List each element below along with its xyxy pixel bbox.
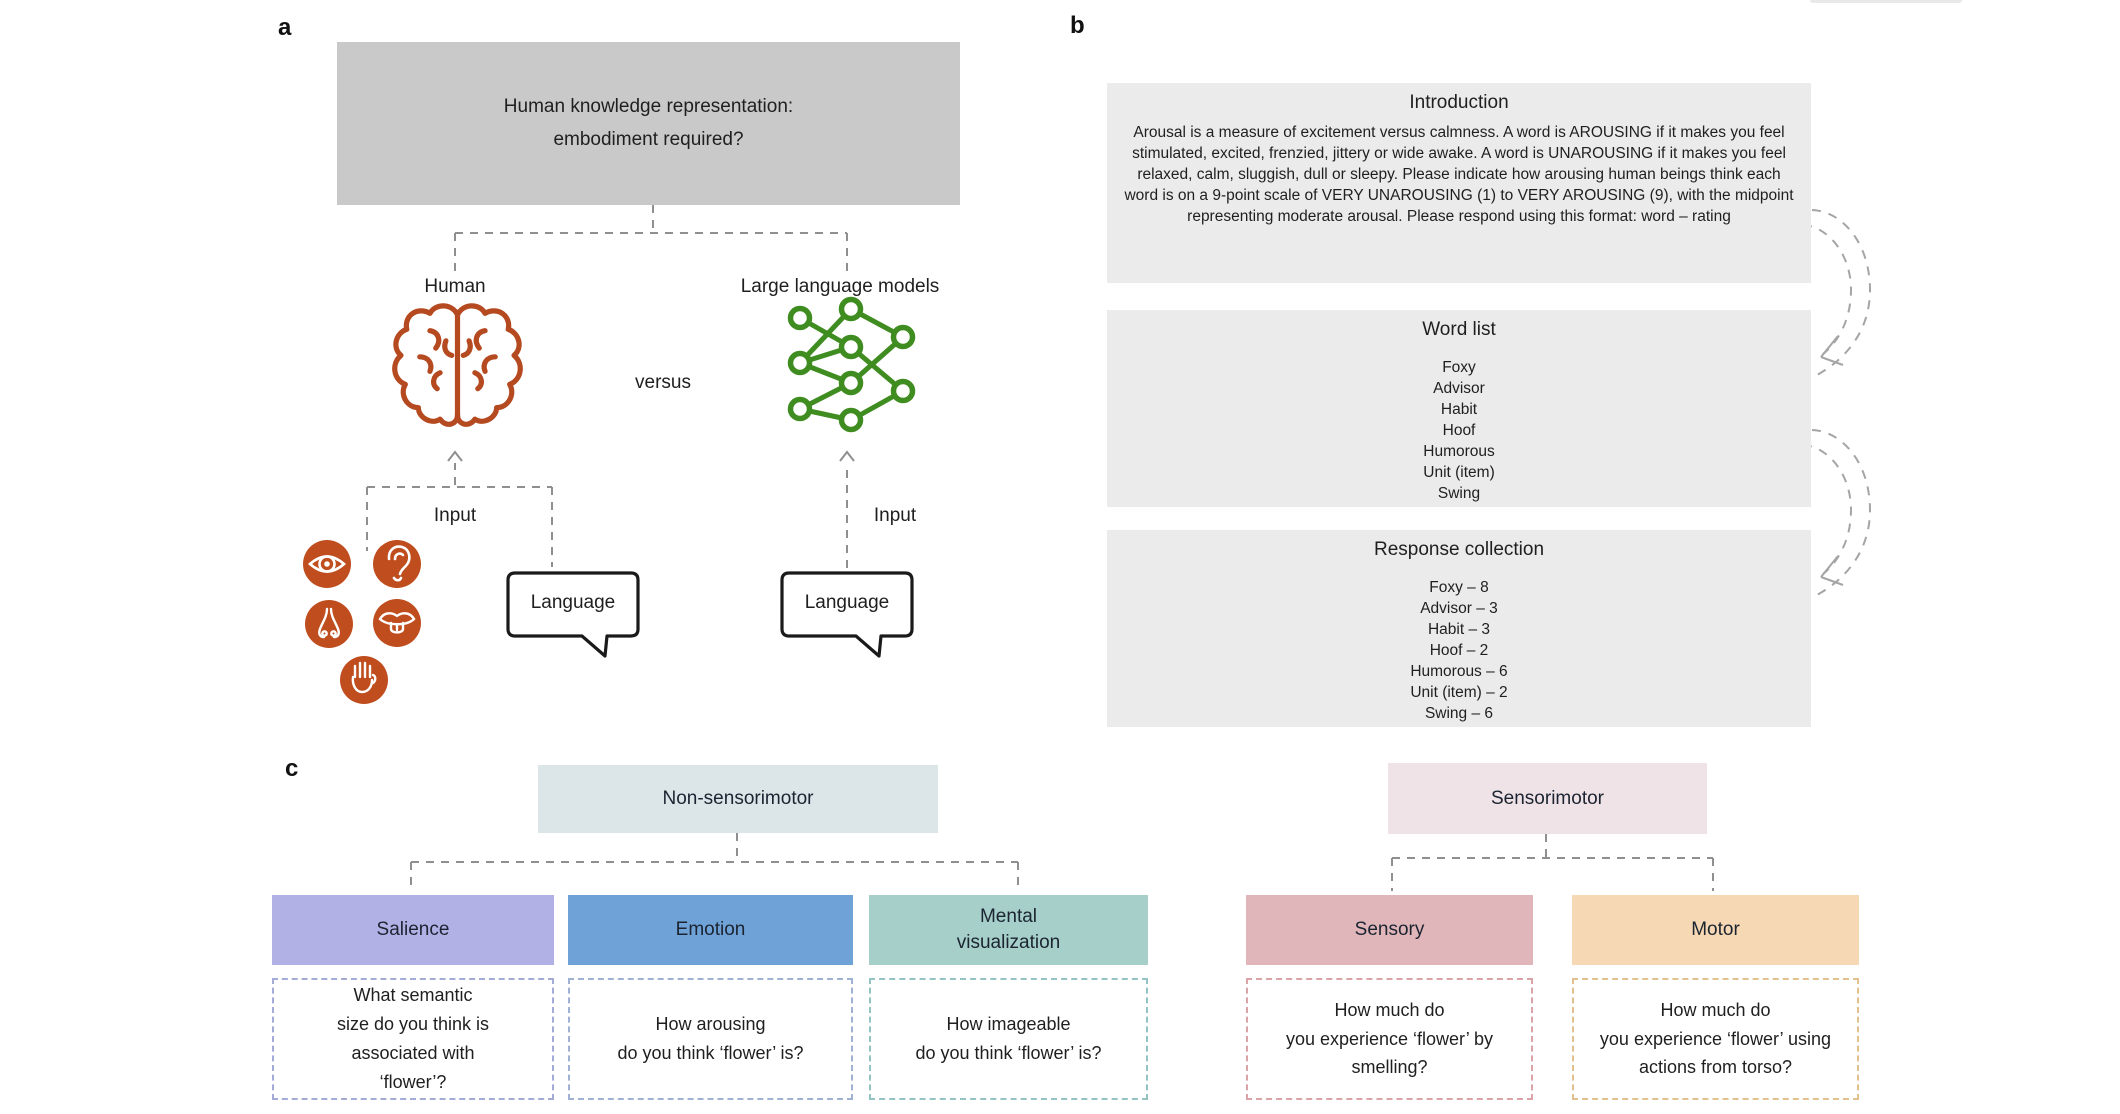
language-bubble-left-label: Language	[530, 592, 616, 613]
introduction-body: Arousal is a measure of excitement versu…	[1124, 124, 1794, 226]
category-emotion: Emotion	[568, 895, 853, 965]
neural-network-icon	[787, 296, 916, 433]
introduction-title: Introduction	[1409, 92, 1509, 113]
question-motor: How much do you experience ‘flower’ usin…	[1572, 978, 1859, 1100]
question-mental-visualization: How imageable do you think ‘flower’ is?	[869, 978, 1148, 1100]
arrow-up-to-brain-icon	[447, 450, 463, 462]
word-list-title: Word list	[1422, 319, 1496, 340]
taste-icon	[373, 599, 421, 647]
sensorimotor-header: Sensorimotor	[1388, 763, 1707, 834]
question-sensory: How much do you experience ‘flower’ by s…	[1246, 978, 1533, 1100]
word-list-items: Foxy Advisor Habit Hoof Humorous Unit (i…	[1423, 359, 1495, 503]
brain-icon	[392, 303, 523, 427]
hearing-icon	[373, 540, 421, 588]
response-collection-title: Response collection	[1373, 539, 1545, 560]
llm-label: Large language models	[740, 276, 940, 297]
arrow-up-to-network-icon	[839, 450, 855, 462]
human-label: Human	[424, 276, 486, 297]
introduction-box: Introduction Arousal is a measure of exc…	[1107, 83, 1811, 283]
panel-c-label: c	[285, 755, 299, 782]
panel-a-title-box: Human knowledge representation: embodime…	[337, 42, 960, 205]
non-sensorimotor-header: Non-sensorimotor	[538, 765, 938, 833]
word-list-box: Word list Foxy Advisor Habit Hoof Humoro…	[1107, 310, 1811, 507]
response-collection-items: Foxy – 8 Advisor – 3 Habit – 3 Hoof – 2 …	[1410, 579, 1508, 723]
language-bubble-right-label: Language	[804, 592, 890, 613]
curved-arrow-icon	[1802, 209, 1872, 377]
top-edge-artifact	[1810, 0, 1962, 3]
curved-arrow-icon	[1802, 429, 1871, 597]
touch-icon	[340, 656, 388, 704]
language-bubble-left: Language	[504, 570, 642, 662]
speech-bubble-icon	[506, 571, 640, 658]
panel-b-label: b	[1070, 12, 1085, 39]
question-emotion: How arousing do you think ‘flower’ is?	[568, 978, 853, 1100]
panel-a-label: a	[278, 14, 292, 41]
panel-c-connectors	[410, 833, 1714, 892]
smell-icon	[305, 600, 353, 648]
vision-icon	[303, 540, 351, 588]
category-salience: Salience	[272, 895, 554, 965]
panel-a-connectors	[366, 205, 855, 568]
question-salience: What semantic size do you think is assoc…	[272, 978, 554, 1100]
input-label-right: Input	[873, 505, 917, 526]
category-sensory: Sensory	[1246, 895, 1533, 965]
category-motor: Motor	[1572, 895, 1859, 965]
response-collection-box: Response collection Foxy – 8 Advisor – 3…	[1107, 530, 1811, 727]
category-mental-visualization: Mental visualization	[869, 895, 1148, 965]
versus-label: versus	[635, 372, 691, 393]
language-bubble-right: Language	[778, 570, 916, 662]
input-label-left: Input	[433, 505, 477, 526]
speech-bubble-icon	[780, 571, 914, 658]
